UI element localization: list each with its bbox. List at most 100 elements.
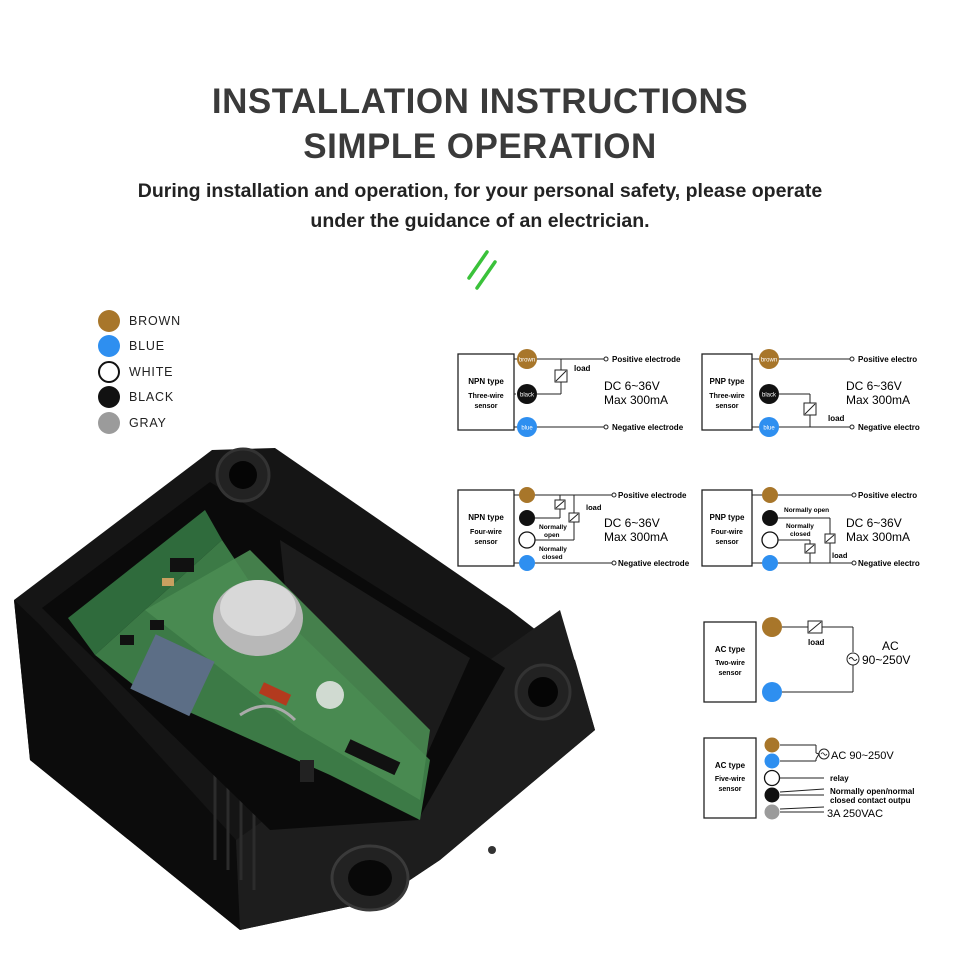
wire-color-legend: BROWN BLUE WHITE BLACK GRAY xyxy=(98,308,181,436)
brown-wire-icon xyxy=(519,487,535,503)
legend-label: BLUE xyxy=(129,339,165,354)
brown-wire-icon xyxy=(762,487,778,503)
diagram-wire-label: Four-wire xyxy=(470,529,502,536)
pnp-three-wire-diagram: PNP type Three-wire sensor brown black b… xyxy=(701,349,920,437)
divider-slash-icon xyxy=(467,250,497,290)
legend-item-brown: BROWN xyxy=(98,308,181,334)
load-label: load xyxy=(832,551,848,560)
ac-five-wire-diagram: AC type Five-wire sensor AC 90~250V rela… xyxy=(703,737,914,820)
blue-wire-icon xyxy=(762,555,778,571)
current-label: Max 300mA xyxy=(846,530,910,544)
black-wire-icon xyxy=(764,787,780,803)
diagram-sensor-label: sensor xyxy=(719,670,742,677)
diagram-type-label: NPN type xyxy=(468,513,504,522)
page-subtitle-title: SIMPLE OPERATION xyxy=(303,127,657,166)
diagram-wire-label: Three-wire xyxy=(468,393,504,400)
relay-label: relay xyxy=(830,774,849,783)
load-label: load xyxy=(808,638,825,647)
blue-dot-icon xyxy=(98,335,120,358)
npn-three-wire-diagram: NPN type Three-wire sensor brown black b… xyxy=(457,349,684,437)
voltage-label: DC 6~36V xyxy=(604,379,660,393)
voltage-label: DC 6~36V xyxy=(846,379,902,393)
wire-label: brown xyxy=(519,358,535,364)
voltage-label: DC 6~36V xyxy=(846,516,902,530)
black-dot-icon xyxy=(98,386,120,409)
legend-label: BROWN xyxy=(129,313,181,328)
white-wire-icon xyxy=(761,531,779,549)
current-label: Max 300mA xyxy=(604,530,668,544)
normally-open-label: Normally xyxy=(539,524,567,531)
legend-item-black: BLACK xyxy=(98,385,181,411)
blue-wire-icon xyxy=(517,417,537,437)
legend-label: BLACK xyxy=(129,390,174,405)
normally-closed-label: Normally xyxy=(786,523,814,530)
diagram-type-label: NPN type xyxy=(468,377,504,386)
black-wire-icon xyxy=(517,384,537,404)
brown-wire-icon xyxy=(764,737,780,753)
black-wire-icon xyxy=(759,384,779,404)
white-wire-icon xyxy=(763,769,781,787)
voltage-label: DC 6~36V xyxy=(604,516,660,530)
negative-electrode-label: Negative electrode xyxy=(612,423,684,432)
brown-wire-icon xyxy=(759,349,779,369)
ac-voltage-label: AC 90~250V xyxy=(831,750,894,762)
pnp-four-wire-diagram: PNP type Four-wire sensor Normally open … xyxy=(701,487,920,571)
normally-closed-label-2: closed xyxy=(790,531,811,538)
white-dot-icon xyxy=(98,360,120,383)
gray-wire-icon xyxy=(764,804,780,820)
load-label: load xyxy=(828,414,845,423)
wire-label: black xyxy=(520,393,535,399)
legend-label: WHITE xyxy=(129,364,174,379)
diagram-sensor-label: sensor xyxy=(716,403,739,410)
output-label-1: Normally open/normal xyxy=(830,787,914,796)
brown-dot-icon xyxy=(98,309,120,332)
positive-electrode-label: Positive electro xyxy=(858,491,917,500)
positive-electrode-label: Positive electro xyxy=(858,355,917,364)
negative-electrode-label: Negative electro xyxy=(858,423,920,432)
brown-wire-icon xyxy=(517,349,537,369)
wire-label: black xyxy=(762,393,777,399)
page-title: INSTALLATION INSTRUCTIONS xyxy=(211,82,749,121)
safety-notice-line2: under the guidance of an electrician. xyxy=(310,210,650,232)
safety-notice-line1: During installation and operation, for y… xyxy=(137,180,823,202)
load-label: load xyxy=(574,364,591,373)
ac-two-wire-diagram: AC type Two-wire sensor load AC 90~250V xyxy=(703,617,910,703)
positive-electrode-label: Positive electrode xyxy=(612,355,681,364)
negative-electrode-label: Negative electrode xyxy=(618,559,690,568)
blue-wire-icon xyxy=(759,417,779,437)
npn-four-wire-diagram: NPN type Four-wire sensor load Normally … xyxy=(457,487,690,571)
blue-wire-icon xyxy=(762,682,782,702)
output-label-2: closed contact outpu xyxy=(830,796,911,805)
negative-electrode-label: Negative electro xyxy=(858,559,920,568)
diagram-sensor-label: sensor xyxy=(716,539,739,546)
brown-wire-icon xyxy=(762,617,782,637)
current-label: Max 300mA xyxy=(846,393,910,407)
diagram-sensor-label: sensor xyxy=(475,403,498,410)
legend-label: GRAY xyxy=(129,415,167,430)
positive-electrode-label: Positive electrode xyxy=(618,491,687,500)
normally-open-label-2: open xyxy=(544,532,560,539)
current-label: Max 300mA xyxy=(604,393,668,407)
black-wire-icon xyxy=(762,510,778,526)
diagram-wire-label: Five-wire xyxy=(715,776,745,783)
wire-label: brown xyxy=(761,358,777,364)
blue-wire-icon xyxy=(519,555,535,571)
wire-label: blue xyxy=(521,426,533,432)
diagram-wire-label: Two-wire xyxy=(715,660,745,667)
normally-closed-label: Normally xyxy=(539,546,567,553)
legend-item-gray: GRAY xyxy=(98,410,181,436)
diagram-type-label: PNP type xyxy=(710,377,746,386)
diagram-sensor-label: sensor xyxy=(719,786,742,793)
gray-dot-icon xyxy=(98,411,120,434)
diagram-type-label: AC type xyxy=(715,645,746,654)
legend-item-white: WHITE xyxy=(98,359,181,385)
diagram-sensor-label: sensor xyxy=(475,539,498,546)
rating-label: 3A 250VAC xyxy=(827,808,883,820)
diagram-wire-label: Three-wire xyxy=(709,393,745,400)
sensor-device-image xyxy=(14,447,595,930)
voltage-label: 90~250V xyxy=(862,653,910,667)
normally-closed-label-2: closed xyxy=(542,554,563,561)
normally-open-label: Normally open xyxy=(784,507,829,514)
blue-wire-icon xyxy=(764,753,780,769)
load-label: load xyxy=(586,503,602,512)
